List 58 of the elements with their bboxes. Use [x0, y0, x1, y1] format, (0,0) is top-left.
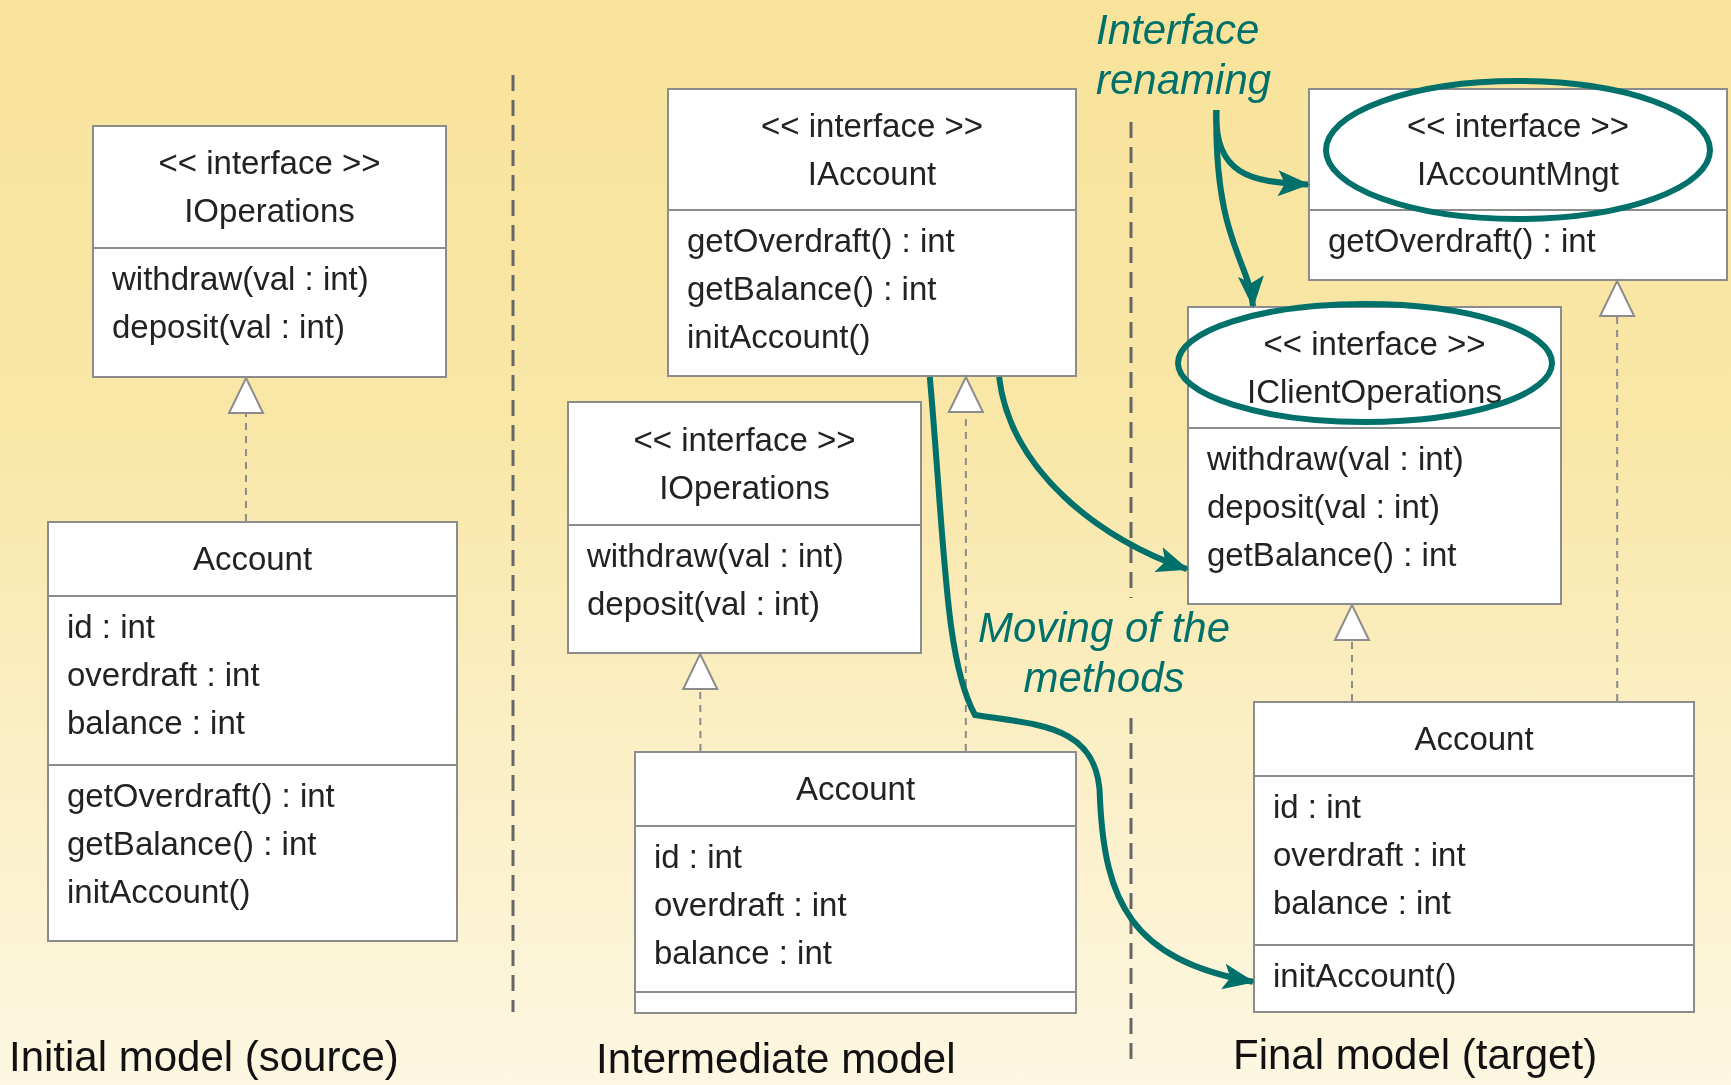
class-box — [1308, 88, 1728, 281]
class-box — [92, 125, 447, 378]
class-member: overdraft : int — [1273, 835, 1466, 875]
class-member: getBalance() : int — [687, 269, 937, 309]
class-name: Account — [1414, 719, 1534, 759]
class-box — [567, 401, 922, 654]
annotation-text: Moving of the methods — [976, 603, 1232, 703]
model-caption: Intermediate model — [596, 1034, 956, 1084]
class-member: withdraw(val : int) — [1207, 439, 1464, 479]
class-member: getBalance() : int — [1207, 535, 1457, 575]
class-member: id : int — [654, 837, 743, 877]
class-member: overdraft : int — [654, 885, 847, 925]
class-member: balance : int — [67, 703, 245, 743]
class-name: IClientOperations — [1247, 371, 1502, 412]
class-name: Account — [795, 769, 916, 809]
class-box — [634, 751, 1077, 1014]
class-member: withdraw(val : int) — [587, 536, 844, 576]
annotation-text: Interface renaming — [1096, 5, 1311, 105]
class-name: IAccountMngt — [1417, 153, 1619, 194]
stereotype-label: << interface >> — [158, 143, 381, 183]
class-member: initAccount() — [67, 872, 251, 912]
class-box — [667, 88, 1077, 377]
class-name: IOperations — [659, 467, 830, 508]
class-name: IAccount — [807, 153, 937, 194]
stereotype-label: << interface >> — [1263, 323, 1486, 364]
arrow — [1213, 110, 1262, 308]
realization-arrow — [228, 377, 265, 522]
realization-arrow — [1334, 604, 1370, 702]
class-member: deposit(val : int) — [1207, 487, 1440, 527]
class-name: Account — [192, 539, 313, 579]
stereotype-label: << interface >> — [1407, 105, 1629, 146]
realization-arrow — [682, 653, 719, 752]
class-member: getOverdraft() : int — [1328, 221, 1596, 261]
class-member: initAccount() — [1273, 956, 1457, 996]
model-caption: Final model (target) — [1233, 1030, 1598, 1080]
class-member: id : int — [67, 607, 156, 647]
class-box — [1253, 701, 1695, 1013]
realization-arrow — [947, 376, 984, 752]
class-member: deposit(val : int) — [587, 584, 820, 624]
realization-arrow — [1599, 280, 1636, 702]
class-member: getBalance() : int — [67, 824, 317, 864]
arrow — [996, 376, 1189, 572]
model-caption: Initial model (source) — [9, 1032, 399, 1082]
class-box — [1187, 306, 1562, 605]
class-member: id : int — [1273, 787, 1362, 827]
class-member: deposit(val : int) — [112, 307, 345, 347]
class-member: getOverdraft() : int — [687, 221, 955, 261]
arrow — [926, 376, 1255, 989]
stereotype-label: << interface >> — [633, 419, 856, 460]
class-name: IOperations — [184, 191, 355, 231]
class-member: balance : int — [1273, 883, 1451, 923]
stereotype-label: << interface >> — [761, 105, 983, 146]
class-member: getOverdraft() : int — [67, 776, 335, 816]
class-member: balance : int — [654, 933, 832, 973]
class-member: initAccount() — [687, 317, 871, 357]
class-box — [47, 521, 458, 942]
class-member: withdraw(val : int) — [112, 259, 369, 299]
class-member: overdraft : int — [67, 655, 260, 695]
